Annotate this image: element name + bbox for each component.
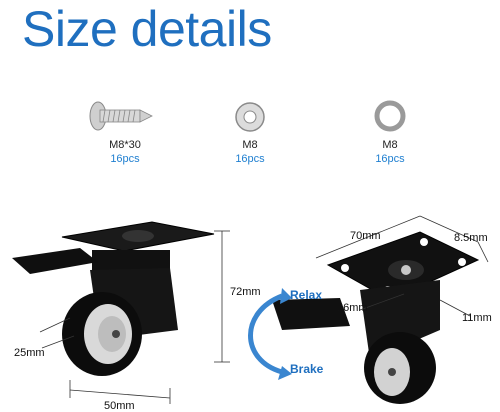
brake-label: Brake [290, 362, 324, 376]
dimension-width: 50mm [104, 400, 135, 412]
hardware-qty: 16pcs [110, 153, 140, 165]
left-dimension-lines [39, 230, 230, 404]
brake-arrow-icon [248, 293, 283, 375]
screw-icon [89, 101, 153, 131]
right-caster-icon [272, 231, 480, 404]
dimension-plate-width: 70mm [350, 230, 381, 242]
hardware-name: M8*30 [109, 139, 141, 151]
relax-label: Relax [290, 288, 323, 302]
hardware-qty: 16pcs [375, 153, 405, 165]
hardware-name: M8 [382, 139, 398, 151]
hardware-item-flat-washer: M8 16pcs [195, 138, 305, 166]
dimension-plate-side: 11mm [462, 312, 492, 324]
flat-washer-icon [235, 102, 265, 132]
hardware-item-screw: M8*30 16pcs [70, 138, 180, 166]
dimension-height: 72mm [230, 286, 261, 298]
hardware-name: M8 [242, 139, 258, 151]
dimension-hole-spacing: 8.5mm [454, 232, 488, 244]
hardware-item-spring-washer: M8 16pcs [335, 138, 445, 166]
hardware-qty: 16pcs [235, 153, 265, 165]
dimension-plate-inner: 26mm [337, 302, 368, 314]
left-caster-icon [12, 221, 215, 376]
right-dimension-lines [315, 215, 489, 317]
spring-washer-icon [374, 100, 406, 132]
page-title: Size details [22, 1, 272, 57]
dimension-wheel-width: 25mm [14, 347, 45, 359]
